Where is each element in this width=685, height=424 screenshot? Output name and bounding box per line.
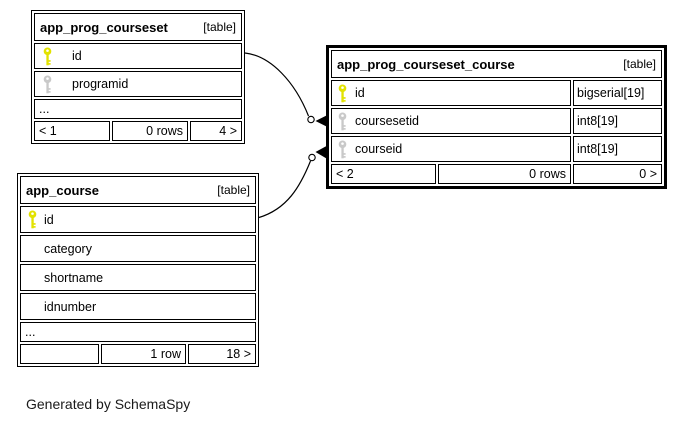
column-name: shortname [44,270,104,285]
table-footer: < 1 0 rows 4 > [34,121,242,141]
primary-key-icon [28,210,37,229]
column-name: id [44,212,54,227]
table-node-app-course[interactable]: app_course [table] id category shortname… [17,173,259,367]
column-row-id[interactable]: id [34,43,242,69]
column-type: int8[19] [573,136,662,162]
column-name: idnumber [44,299,97,314]
table-name: app_prog_courseset_course [337,56,515,72]
key-icon-spacer [28,297,37,316]
table-header[interactable]: app_prog_courseset [table] [34,13,242,41]
table-footer: 1 row 18 > [20,344,256,364]
row-count: 0 rows [112,121,188,141]
column-row-shortname[interactable]: shortname [20,264,256,291]
foreign-key-icon [338,112,347,131]
column-type: bigserial[19] [573,80,662,106]
cardinality-circle-icon [308,153,316,162]
related-parents-indicator: < 2 [331,164,436,184]
table-kind-label: [table] [623,57,656,71]
key-icon-spacer [28,268,37,287]
relationship-arrowhead-icon [315,115,327,127]
column-type: int8[19] [573,108,662,134]
table-name: app_prog_courseset [40,19,168,35]
primary-key-icon [43,47,52,66]
table-name: app_course [26,182,99,198]
relationship-arrowhead-icon [315,146,327,159]
ellipsis-row: ... [34,99,242,119]
column-name: coursesetid [355,114,419,128]
table-kind-label: [table] [203,20,236,34]
table-header[interactable]: app_course [table] [20,176,256,204]
column-row-id[interactable]: id [20,206,256,233]
row-count: 1 row [101,344,186,364]
table-node-app-prog-courseset[interactable]: app_prog_courseset [table] id programid … [31,10,245,144]
column-name: category [44,241,92,256]
column-row-courseid[interactable]: courseid int8[19] [331,136,662,162]
column-row-coursesetid[interactable]: coursesetid int8[19] [331,108,662,134]
column-name: id [355,86,365,100]
related-children-indicator: 18 > [188,344,256,364]
foreign-key-icon [338,140,347,159]
primary-key-icon [338,84,347,103]
table-node-app-prog-courseset-course[interactable]: app_prog_courseset_course [table] id big… [326,45,667,189]
column-row-idnumber[interactable]: idnumber [20,293,256,320]
column-row-category[interactable]: category [20,235,256,262]
table-kind-label: [table] [217,183,250,197]
cardinality-circle-icon [307,115,315,124]
related-parents-indicator [20,344,99,364]
key-icon-spacer [28,239,37,258]
column-row-programid[interactable]: programid [34,71,242,97]
ellipsis-row: ... [20,322,256,342]
column-row-id[interactable]: id bigserial[19] [331,80,662,106]
relationship-line-courseset [244,52,310,117]
foreign-key-icon [43,75,52,94]
related-children-indicator: 4 > [190,121,242,141]
table-header[interactable]: app_prog_courseset_course [table] [331,50,662,78]
ellipsis-label: ... [25,325,36,339]
table-footer: < 2 0 rows 0 > [331,164,662,184]
related-children-indicator: 0 > [573,164,662,184]
generated-by-label: Generated by SchemaSpy [26,396,191,412]
ellipsis-label: ... [39,102,50,116]
column-name: programid [72,77,129,91]
row-count: 0 rows [438,164,571,184]
column-name: id [72,49,82,63]
relationship-line-course [258,160,312,219]
related-parents-indicator: < 1 [34,121,110,141]
column-name: courseid [355,142,403,156]
